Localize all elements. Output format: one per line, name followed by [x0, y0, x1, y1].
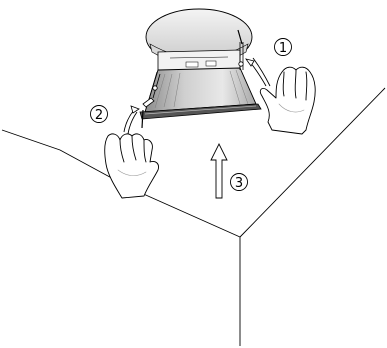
left-hand-icon: [105, 134, 159, 198]
step-2: 2: [91, 106, 140, 135]
bracket-tab: [186, 62, 198, 67]
right-hand-icon: [260, 67, 315, 134]
left-hand-outline: [105, 134, 159, 198]
recessed-speaker: [140, 9, 261, 128]
ceiling-corner: [2, 88, 385, 346]
step-1-number: 1: [279, 41, 287, 56]
bracket-tab-2: [206, 61, 216, 66]
clamp-arrow-icon-outline: [128, 112, 137, 134]
step-3-number: 3: [235, 176, 243, 191]
ceiling-right-edge: [240, 88, 385, 237]
clamp-arrow-icon-outline: [253, 58, 270, 86]
insert-arrow-icon: [211, 144, 227, 198]
step-2-number: 2: [95, 108, 103, 123]
step-3: 3: [211, 144, 248, 198]
speaker-bracket: [158, 50, 240, 70]
